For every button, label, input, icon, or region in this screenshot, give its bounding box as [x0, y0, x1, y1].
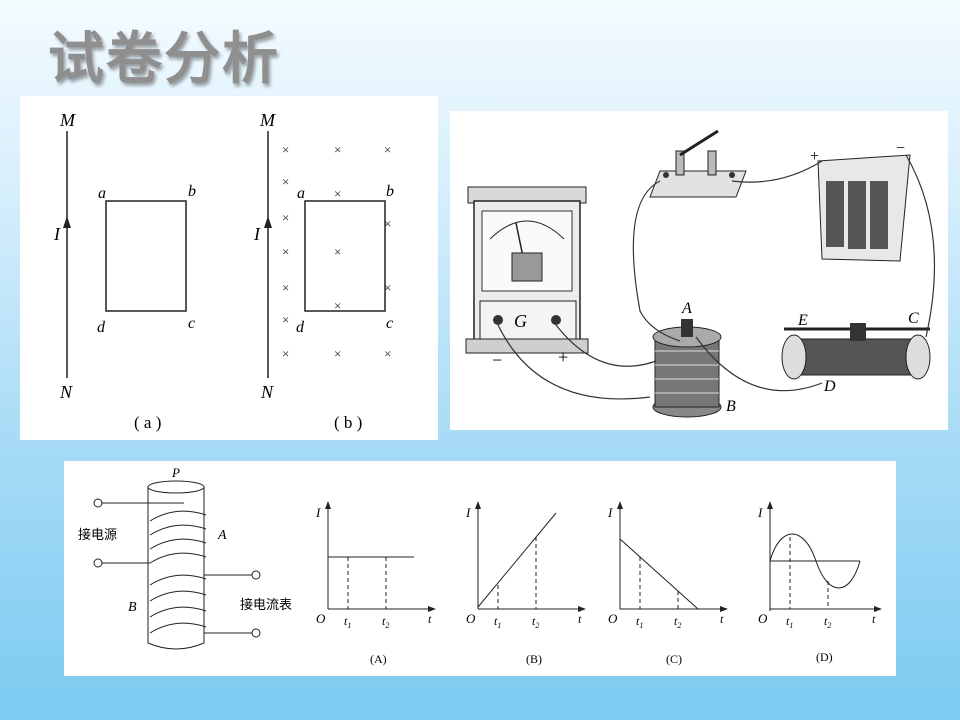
page-title: 试卷分析	[48, 27, 280, 92]
graph-c: I O t1 t2 t (C)	[607, 501, 728, 666]
apparatus-svg: G − + + − A B E	[465, 129, 936, 418]
coil-label-b: B	[726, 398, 736, 415]
field-mark: ×	[282, 244, 289, 259]
graph-a-caption: (A)	[370, 652, 387, 666]
label-d-a: d	[97, 319, 106, 336]
field-mark: ×	[384, 142, 391, 157]
graph-d-xlabel: t	[872, 612, 876, 626]
label-c-a: c	[188, 315, 195, 332]
caption-a: ( a )	[134, 413, 161, 432]
graph-a: I O t1 t2 t (A)	[315, 501, 436, 666]
solenoid-label-b: B	[128, 600, 137, 615]
graph-c-t2: t2	[674, 614, 681, 630]
graph-c-caption: (C)	[666, 652, 682, 666]
field-mark: ×	[282, 142, 289, 157]
field-mark: ×	[384, 346, 391, 361]
field-mark: ×	[282, 312, 289, 327]
graph-c-t1: t1	[636, 614, 643, 630]
field-mark: ×	[334, 298, 341, 313]
coil-graphs-panel: P A B 接电源 接电流表 I O t1 t2 t (A) I O t1 t2…	[64, 461, 896, 676]
label-a-a: a	[98, 185, 106, 202]
graph-d-ylabel: I	[757, 505, 763, 520]
graph-a-ylabel: I	[315, 505, 321, 520]
galvanometer: G − +	[465, 186, 589, 370]
label-b-a: b	[188, 183, 196, 200]
galvanometer-label: G	[514, 311, 527, 331]
graph-b-t1: t1	[494, 614, 501, 630]
graph-d-t2: t2	[824, 614, 831, 630]
label-n-a: N	[59, 382, 73, 402]
label-i-b: I	[253, 224, 261, 244]
field-mark: ×	[334, 142, 341, 157]
solenoid-label-p: P	[171, 465, 180, 480]
wires	[497, 154, 936, 400]
label-d-b: d	[296, 319, 305, 336]
graph-b-ylabel: I	[465, 505, 471, 520]
arrow-a	[63, 216, 71, 228]
field-mark: ×	[334, 346, 341, 361]
loop-b	[304, 200, 386, 312]
figure-ab-svg: M N I a b c d ( a ) M N I a b c d ( b ) …	[53, 110, 394, 432]
rheostat-label-d: D	[823, 378, 836, 395]
field-mark: ×	[334, 186, 341, 201]
graph-d-t1: t1	[786, 614, 793, 630]
field-mark: ×	[384, 216, 391, 231]
graph-d-caption: (D)	[816, 650, 833, 664]
graph-b: I O t1 t2 t (B)	[465, 501, 586, 666]
graph-a-origin: O	[316, 611, 326, 626]
graph-a-t1: t1	[344, 614, 351, 630]
switch	[649, 129, 747, 198]
coil-label-a: A	[681, 300, 692, 317]
coil: A B	[652, 300, 736, 418]
label-c-b: c	[386, 315, 393, 332]
label-m-b: M	[259, 110, 276, 130]
loop-a	[105, 200, 187, 312]
rheostat-label-e: E	[797, 312, 808, 329]
solenoid-label-a: A	[217, 528, 227, 543]
label-b-b: b	[386, 183, 394, 200]
label-i-a: I	[53, 224, 61, 244]
meter-label: 接电流表	[240, 597, 292, 613]
graph-d: I O t1 t2 t (D)	[757, 501, 882, 664]
field-mark: ×	[282, 346, 289, 361]
galvanometer-minus: −	[492, 350, 502, 370]
graph-a-xlabel: t	[428, 612, 432, 626]
caption-b: ( b )	[334, 413, 362, 432]
graph-d-origin: O	[758, 611, 768, 626]
galvanometer-plus: +	[558, 347, 568, 367]
graph-a-t2: t2	[382, 614, 389, 630]
battery-plus: +	[810, 148, 819, 165]
field-mark: ×	[282, 280, 289, 295]
graph-c-xlabel: t	[720, 612, 724, 626]
graph-b-caption: (B)	[526, 652, 542, 666]
rheostat: E C D	[781, 310, 931, 395]
arrow-b	[264, 216, 272, 228]
graph-b-origin: O	[466, 611, 476, 626]
solenoid: P A B 接电源 接电流表	[78, 465, 292, 650]
label-m-a: M	[59, 110, 76, 130]
graph-b-t2: t2	[532, 614, 539, 630]
graph-c-origin: O	[608, 611, 618, 626]
field-mark: ×	[384, 280, 391, 295]
battery: + −	[810, 140, 911, 262]
figure-ab-panel: M N I a b c d ( a ) M N I a b c d ( b ) …	[20, 96, 438, 440]
power-label: 接电源	[78, 527, 117, 543]
field-marks: × × × × × × × × × × × × × × × ×	[282, 142, 391, 361]
field-mark: ×	[282, 174, 289, 189]
coil-graphs-svg: P A B 接电源 接电流表 I O t1 t2 t (A) I O t1 t2…	[78, 465, 882, 666]
label-a-b: a	[297, 185, 305, 202]
battery-minus: −	[896, 140, 905, 157]
graph-b-xlabel: t	[578, 612, 582, 626]
field-mark: ×	[334, 244, 341, 259]
field-mark: ×	[282, 210, 289, 225]
apparatus-panel: G − + + − A B E	[450, 111, 948, 430]
graph-c-ylabel: I	[607, 505, 613, 520]
rheostat-label-c: C	[908, 310, 919, 327]
label-n-b: N	[260, 382, 274, 402]
